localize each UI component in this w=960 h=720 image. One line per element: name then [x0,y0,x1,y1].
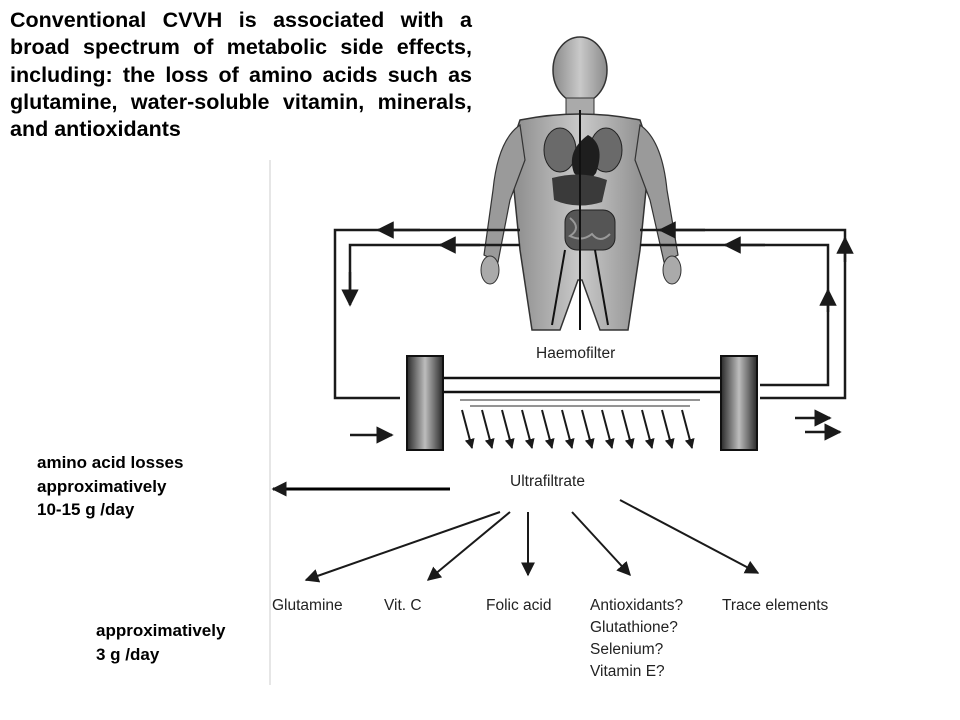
slide-heading: Conventional CVVH is associated with a b… [10,8,472,142]
filtration-arrow [541,409,555,449]
output-label-antioxidants: Antioxidants? [590,597,683,614]
output-sub-vitamin-e: Vitamin E? [590,663,665,680]
output-label-folic-acid: Folic acid [486,597,551,614]
ultrafiltrate-label: Ultrafiltrate [510,473,585,490]
glutamine-losses-line-1: approximatively [96,621,226,640]
output-label-vit-c: Vit. C [384,597,422,614]
filtration-arrow [461,409,475,449]
filtration-arrow [661,409,675,449]
filtration-arrow [601,409,615,449]
amino-acid-losses-line-2: approximatively [37,476,167,496]
haemofilter-label: Haemofilter [536,345,615,362]
human-body-figure [480,36,682,331]
amino-acid-losses-line-1: amino acid losses [37,453,184,472]
output-sub-selenium: Selenium? [590,641,664,658]
output-label-trace-elements: Trace elements [722,597,828,614]
filtration-arrow [681,409,695,449]
arrow-to-vit-c [426,511,511,581]
filtration-arrow [481,409,495,449]
filtration-arrow [561,409,575,449]
glutamine-losses-note: approximatively 3 g /day [96,619,225,666]
haemofilter [406,355,758,451]
filtration-arrows [461,409,695,449]
amino-acid-losses-note: amino acid losses approximatively 10-15 … [37,451,183,522]
ultrafiltrate-arrows [304,499,760,583]
amino-acid-losses-line-3: 10-15 g /day [37,500,135,519]
flow-arrows [341,221,854,444]
glutamine-losses-line-2: 3 g /day [96,644,160,664]
output-label-glutamine: Glutamine [272,597,343,614]
arrow-to-trace-elements [619,499,760,574]
filtration-arrow [501,409,515,449]
filtration-arrow [641,409,655,449]
filtration-arrow [621,409,635,449]
output-sub-glutathione: Glutathione? [590,619,678,636]
arrow-to-glutamine [304,511,501,583]
arrow-to-antioxidants [571,511,631,577]
filtration-arrow [581,409,595,449]
filtration-arrow [521,409,535,449]
